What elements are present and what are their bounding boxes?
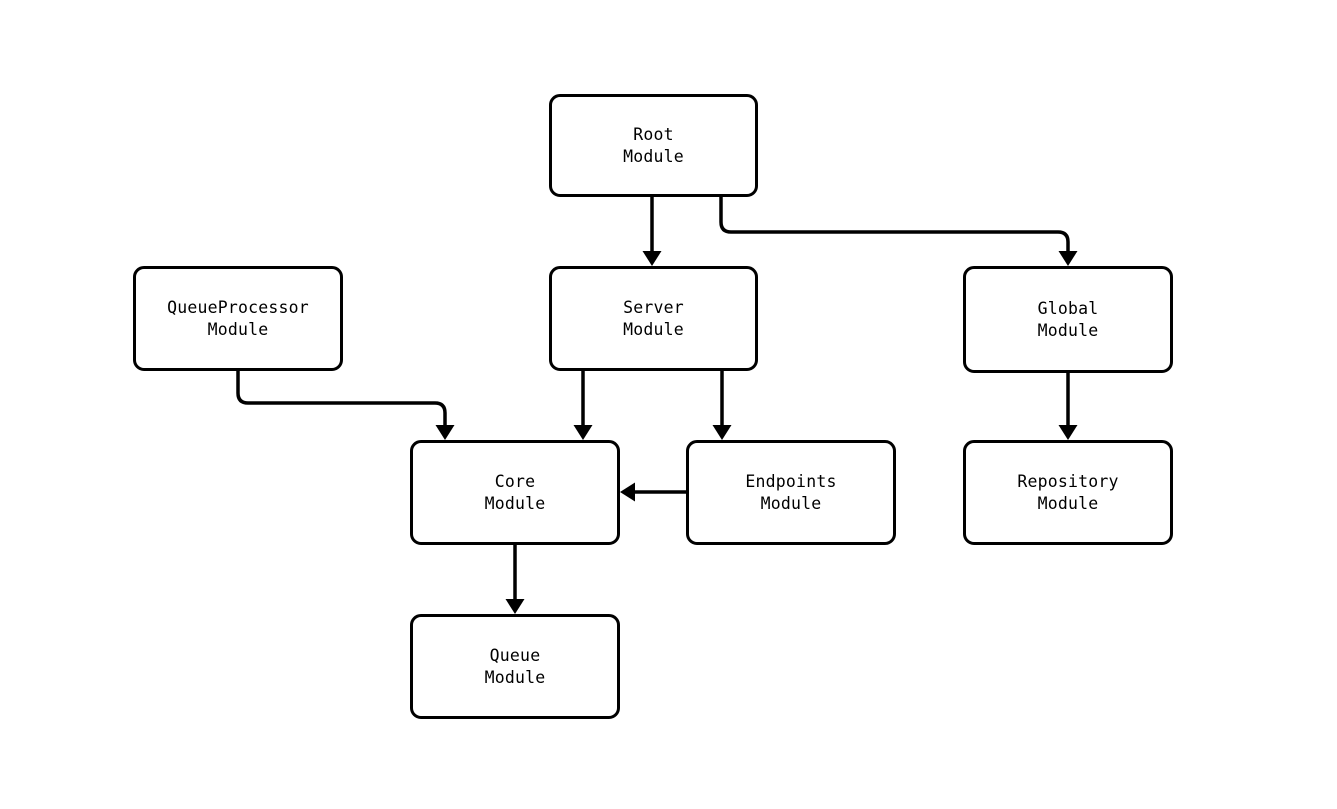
node-label-server-line1: Server [623, 297, 684, 317]
node-label-queueprocessor-line1: QueueProcessor [167, 297, 309, 317]
arrowhead-global-repository [1058, 425, 1078, 440]
arrowhead-queueprocessor-core [435, 425, 455, 440]
node-label-global-line1: Global [1037, 298, 1099, 318]
node-label-queue-line1: Queue [489, 645, 541, 665]
node-label-root-line2: Module [623, 146, 684, 166]
arrowhead-server-core [573, 425, 593, 440]
arrowhead-root-global [1058, 251, 1078, 266]
node-label-server-line2: Module [623, 319, 684, 339]
arrowhead-root-server [642, 251, 662, 266]
node-label-repository-line1: Repository [1017, 471, 1119, 491]
node-label-endpoints-line1: Endpoints [745, 471, 837, 491]
edge-queueprocessor-core [236, 371, 447, 426]
node-label-endpoints-line2: Module [760, 493, 822, 513]
arrowhead-server-endpoints [712, 425, 732, 440]
node-label-core-line2: Module [484, 493, 546, 513]
node-label-queueprocessor-line2: Module [207, 319, 269, 339]
arrowhead-core-queue [505, 599, 525, 614]
arrowhead-endpoints-core [620, 482, 635, 502]
node-label-queue-line2: Module [484, 667, 546, 687]
node-label-global-line2: Module [1037, 320, 1099, 340]
edge-root-global [719, 197, 1070, 252]
node-label-root-line1: Root [633, 124, 674, 144]
node-label-repository-line2: Module [1037, 493, 1099, 513]
node-label-core-line1: Core [494, 471, 536, 491]
